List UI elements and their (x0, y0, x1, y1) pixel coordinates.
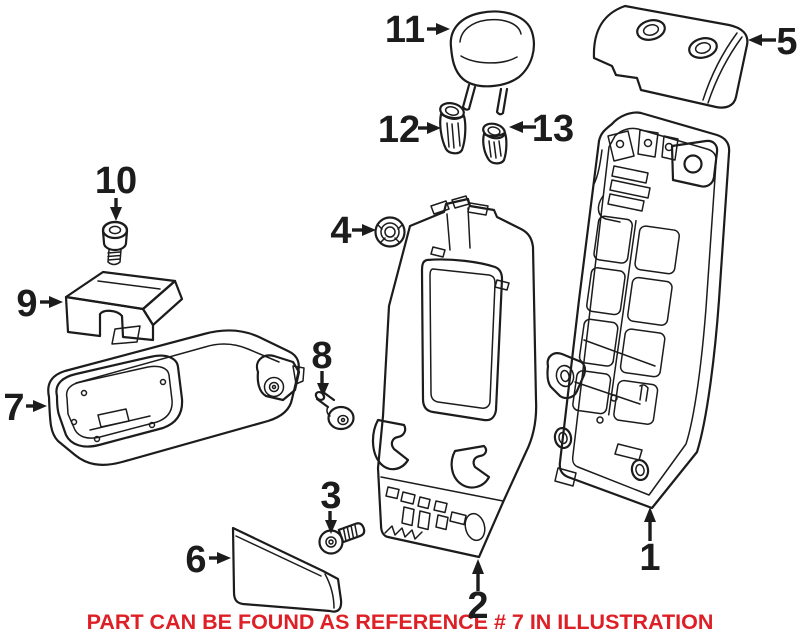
armrest-hinge (255, 354, 305, 402)
headrest-drawing (449, 10, 536, 116)
part-number: 6 (185, 539, 206, 581)
part-number: 3 (320, 475, 341, 517)
armrest-drawing (47, 325, 305, 466)
nut-drawing (374, 216, 406, 248)
screw-drawing (318, 522, 366, 555)
headrest-guide-drawing (482, 122, 508, 165)
part-number: 7 (3, 387, 24, 429)
part-number: 2 (467, 585, 488, 627)
illustration (47, 4, 749, 613)
callout-2: 2 (467, 559, 489, 627)
arrow-left-icon (509, 121, 523, 133)
headrest-latch-mechanism (593, 129, 719, 223)
part-number: 11 (385, 9, 425, 51)
callouts: 1 2 3 4 5 6 7 (3, 9, 797, 627)
arrow-down-icon (317, 383, 329, 397)
callout-1: 1 (639, 507, 661, 579)
part-number: 8 (311, 335, 332, 377)
arrow-right-icon (436, 23, 450, 35)
seat-back-panel-drawing (371, 195, 538, 559)
part-number: 5 (776, 21, 797, 63)
callout-8: 8 (311, 335, 333, 397)
frame-grid (572, 215, 680, 425)
panel-hook (450, 444, 491, 489)
arrow-up-icon (472, 559, 484, 574)
panel-top-clips (430, 195, 510, 291)
part-number: 12 (378, 109, 420, 151)
headrest-guide-drawing (439, 102, 467, 155)
arrow-right-icon (427, 122, 441, 134)
rear-cover-drawing (592, 4, 749, 109)
grommet-hole (688, 37, 718, 59)
arrow-down-icon (110, 207, 122, 221)
callout-12: 12 (378, 109, 441, 151)
part-number: 10 (95, 160, 137, 202)
part-number: 4 (330, 210, 351, 252)
bracket-cover-drawing (64, 270, 184, 342)
arrow-right-icon (33, 400, 47, 412)
part-number: 1 (639, 537, 660, 579)
armrest-interior-details (70, 378, 167, 443)
callout-4: 4 (330, 210, 376, 252)
arrow-right-icon (49, 296, 63, 308)
callout-6: 6 (185, 539, 231, 581)
seat-back-frame-drawing (546, 111, 731, 510)
callout-3: 3 (320, 475, 342, 534)
part-number: 13 (532, 108, 574, 150)
callout-11: 11 (385, 9, 450, 51)
part-number: 9 (16, 283, 37, 325)
arrow-up-icon (644, 507, 656, 522)
panel-bottom-cutouts (384, 486, 486, 542)
callout-9: 9 (16, 283, 63, 325)
callout-13: 13 (509, 108, 574, 150)
trim-panel-drawing (231, 526, 343, 613)
panel-hook (371, 418, 410, 471)
pivot-pin-drawing (314, 390, 355, 431)
arrow-right-icon (217, 552, 231, 564)
grommet-hole (636, 19, 666, 41)
callout-5: 5 (748, 21, 798, 63)
callout-10: 10 (95, 160, 137, 221)
callout-7: 7 (3, 387, 47, 429)
arrow-left-icon (748, 34, 762, 46)
arrow-right-icon (362, 224, 376, 236)
screw-drawing (101, 220, 129, 266)
caption-text: PART CAN BE FOUND AS REFERENCE # 7 IN IL… (87, 610, 714, 634)
arrow-down-icon (325, 520, 337, 534)
frame-lower-details (546, 339, 656, 487)
headrest-post (461, 83, 509, 116)
